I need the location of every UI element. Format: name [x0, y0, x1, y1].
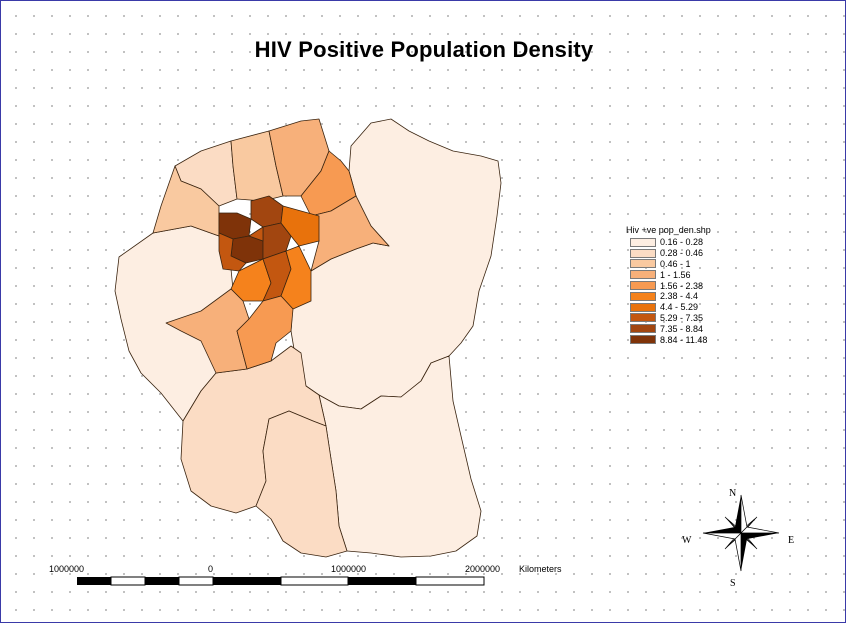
legend-item: 5.29 - 7.35	[630, 313, 766, 324]
compass-n: N	[729, 488, 737, 499]
region-core-6[interactable]	[280, 205, 320, 247]
scale-label-right: 2000000	[465, 564, 501, 574]
legend-item: 1 - 1.56	[630, 269, 766, 280]
legend-label: 1.56 - 2.38	[660, 280, 704, 291]
legend-item: 2.38 - 4.4	[630, 291, 766, 302]
scale-seg-7	[348, 577, 416, 585]
scale-unit-label: Kilometers	[519, 564, 562, 574]
region-center-south-4[interactable]	[236, 295, 294, 370]
legend-swatch	[630, 248, 656, 258]
legend-label: 5.29 - 7.35	[660, 312, 704, 323]
legend-label: 4.4 - 5.29	[660, 302, 699, 313]
legend-label: 7.35 - 8.84	[660, 323, 704, 334]
legend-swatch	[630, 302, 656, 312]
scale-seg-3	[145, 577, 179, 585]
legend-item: 0.28 - 0.46	[630, 248, 766, 259]
scale-label-mid: 1000000	[331, 564, 367, 574]
region-core-5[interactable]	[218, 232, 247, 272]
legend-label: 0.46 - 1	[660, 258, 691, 269]
legend-label: 0.28 - 0.46	[660, 248, 704, 259]
legend-label: 2.38 - 4.4	[660, 291, 699, 302]
legend-swatch	[630, 259, 656, 269]
scale-seg-8	[415, 576, 485, 586]
compass-w: W	[682, 535, 692, 546]
legend-swatch	[630, 335, 656, 345]
scale-label-left: 1000000	[49, 564, 85, 574]
legend-swatch	[630, 324, 656, 334]
legend-item: 4.4 - 5.29	[630, 302, 766, 313]
scale-label-zero: 0	[208, 564, 214, 574]
scale-seg-1	[77, 577, 111, 585]
region-center-south-3[interactable]	[280, 245, 312, 310]
legend-title: Hiv +ve pop_den.shp	[626, 225, 711, 235]
legend-item: 1.56 - 2.38	[630, 280, 766, 291]
region-south[interactable]	[255, 410, 348, 558]
legend-label: 0.16 - 0.28	[660, 237, 704, 248]
legend-label: 8.84 - 11.48	[660, 334, 708, 345]
compass-e: E	[788, 535, 795, 546]
compass-s: S	[730, 578, 736, 589]
scale-bar-segments	[77, 576, 485, 586]
legend-swatch	[630, 270, 656, 280]
legend-swatch	[630, 313, 656, 323]
legend-swatch	[630, 281, 656, 291]
region-east-inner[interactable]	[310, 195, 390, 272]
legend-label: 1 - 1.56	[660, 269, 691, 280]
legend-item: 8.84 - 11.48	[630, 334, 766, 345]
scale-seg-5	[213, 577, 281, 585]
legend-item: 0.46 - 1	[630, 259, 766, 270]
map-title: HIV Positive Population Density	[254, 37, 594, 62]
region-core-7[interactable]	[248, 226, 264, 242]
legend-item: 7.35 - 8.84	[630, 323, 766, 334]
legend-swatch	[630, 237, 656, 247]
legend-item: 0.16 - 0.28	[630, 237, 766, 248]
region-northwest[interactable]	[152, 165, 220, 237]
legend-swatch	[630, 291, 656, 301]
